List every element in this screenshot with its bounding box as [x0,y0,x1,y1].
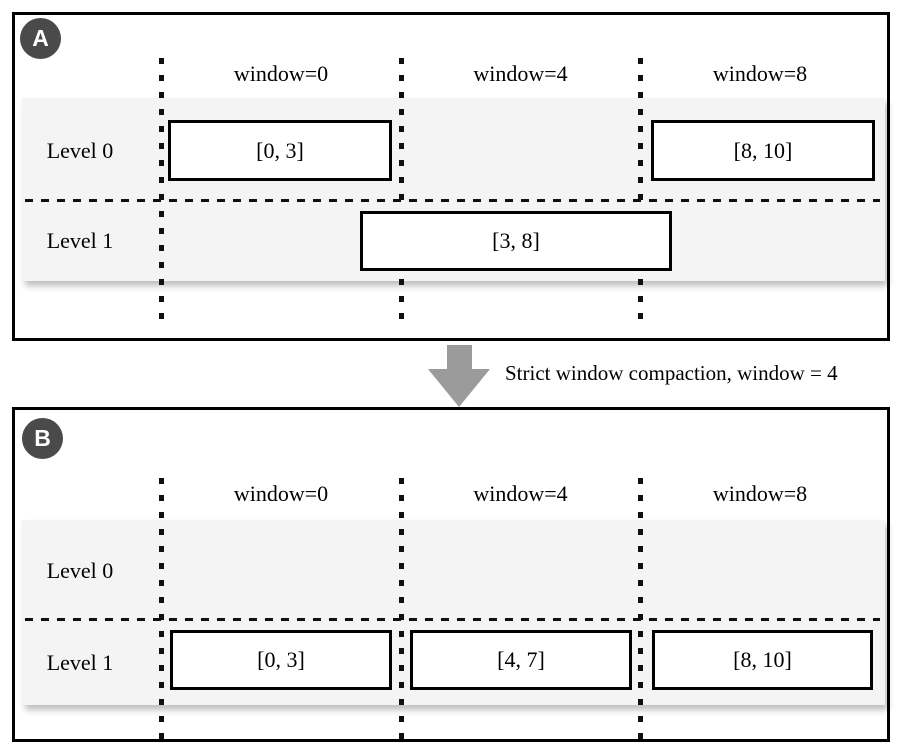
panel-a-badge: A [20,18,61,59]
window-boundary-line-4 [399,478,404,740]
window-boundary-line-4 [399,58,404,322]
window-header-8: window=8 [712,481,808,506]
down-arrow-icon [447,345,472,370]
panel-b-badge: B [22,418,63,459]
window-boundary-line-8 [638,478,643,740]
level-separator-line [25,618,880,621]
sstable-box: [8, 10] [651,120,875,181]
sstable-box: [8, 10] [652,630,873,690]
level-1-label: Level 1 [46,650,114,675]
window-boundary-line-8 [638,58,643,322]
level-0-label: Level 0 [46,558,114,583]
level-0-label: Level 0 [46,138,114,163]
window-boundary-line-0 [159,58,164,322]
sstable-box: [4, 7] [410,630,632,690]
level-separator-line [25,199,880,202]
window-header-0: window=0 [233,61,329,86]
panel-b-after-compaction: B window=0 window=4 window=8 Level 0 Lev… [12,407,890,742]
compaction-caption: Strict window compaction, window = 4 [505,361,838,385]
window-header-4: window=4 [473,481,568,506]
sstable-box: [3, 8] [360,211,672,271]
sstable-box: [0, 3] [170,630,392,690]
window-header-0: window=0 [233,481,329,506]
window-header-8: window=8 [712,61,808,86]
level-1-label: Level 1 [46,228,114,253]
window-header-4: window=4 [473,61,568,86]
window-boundary-line-0 [159,478,164,740]
sstable-box: [0, 3] [168,120,392,181]
panel-a-before-compaction: A window=0 window=4 window=8 Level 0 Lev… [12,12,890,341]
down-arrow-head-icon [428,369,490,407]
